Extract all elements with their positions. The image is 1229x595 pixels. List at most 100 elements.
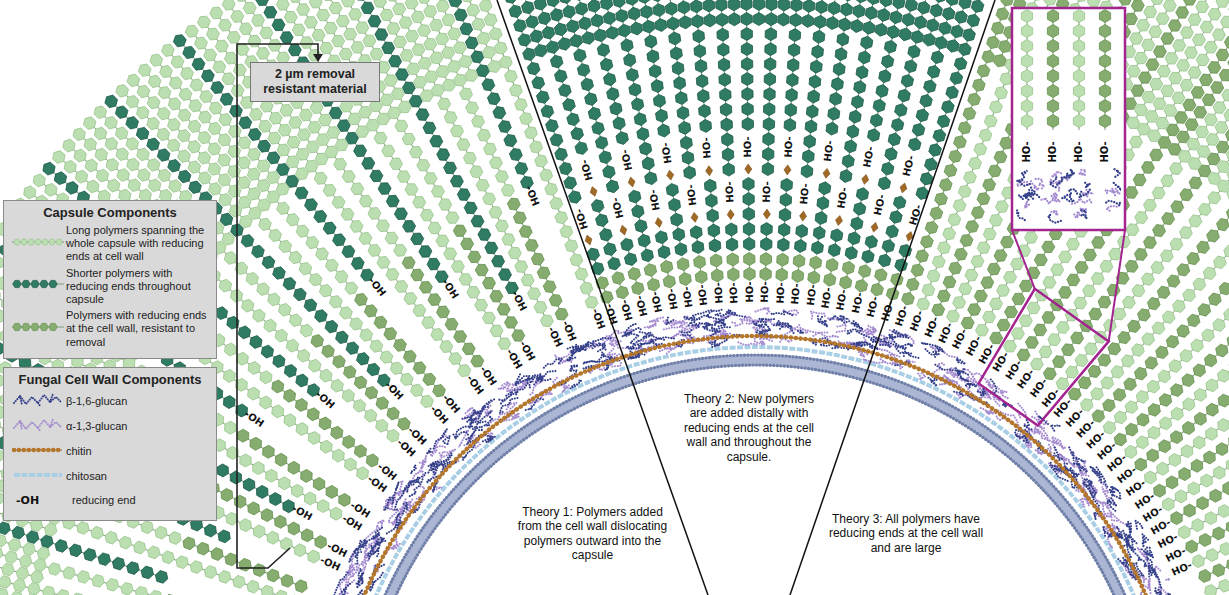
- legend-row: chitosan: [10, 466, 210, 488]
- legend-sample: [14, 473, 62, 477]
- legend-text: chitosan: [66, 470, 107, 483]
- reducing-end-label: HO-: [865, 295, 880, 318]
- legend-row: -OHreducing end: [10, 491, 210, 511]
- reducing-end-label: HO-: [880, 300, 896, 323]
- legend-sample: [10, 318, 66, 340]
- reducing-end-label: -OH: [546, 325, 564, 348]
- membrane-heads: [350, 355, 1160, 595]
- reducing-end-label: HO-: [1157, 531, 1180, 550]
- reducing-end-label: HO-: [604, 303, 620, 326]
- legend-sample: [10, 441, 66, 459]
- reducing-end-label: HO-: [909, 309, 926, 332]
- legend-sample: [10, 275, 66, 297]
- legend-sample: [14, 447, 62, 452]
- reducing-end-label: HO-: [661, 142, 674, 164]
- reducing-end-label: HO-: [783, 137, 794, 159]
- reducing-end-label: HO-: [697, 284, 709, 306]
- reducing-end-label: HO-: [799, 183, 811, 205]
- reducing-end-label: -OH: [589, 308, 606, 331]
- callout-text: 2 µm removal resistant material: [257, 67, 373, 97]
- legend-heading: Fungal Cell Wall Components: [10, 372, 210, 387]
- legend-text: Long polymers spanning the whole capsule…: [66, 224, 210, 264]
- legend-row: α-1,3-glucan: [10, 416, 210, 438]
- legend-sample: [14, 449, 62, 450]
- reducing-end-label: HO-: [666, 288, 680, 311]
- polymer-backbone: [1027, 16, 1105, 130]
- reducing-end-label: HO-: [760, 281, 770, 302]
- polymer-hexagons: [0, 0, 988, 595]
- reducing-end-label: HO-: [872, 194, 886, 217]
- legend-sample: [10, 466, 66, 484]
- reducing-end-label: HO-: [923, 315, 940, 338]
- legend-sample: [10, 416, 66, 438]
- legend-text: Shorter polymers with reducing ends thro…: [66, 267, 210, 307]
- legend-box: Fungal Cell Wall Componentsβ-1,6-glucanα…: [3, 367, 217, 521]
- legend-sample: [10, 275, 66, 293]
- legend-row: Polymers with reducing ends at the cell …: [10, 309, 210, 349]
- reducing-end-label: -OH: [290, 504, 313, 523]
- reducing-end-label: -OH: [524, 185, 541, 208]
- reducing-end-label: -OH: [509, 290, 528, 313]
- polymer-hexagons: [1047, 10, 1110, 128]
- chitosan-layer: [342, 347, 1168, 595]
- reducing-end-label: -OH: [325, 541, 348, 559]
- reducing-end-label: HO-: [610, 197, 625, 220]
- legend-sample: [14, 419, 62, 432]
- zoom-leader: [1109, 230, 1125, 341]
- legend-row: Shorter polymers with reducing ends thro…: [10, 267, 210, 307]
- reducing-end-label: -OH: [318, 555, 341, 573]
- reducing-end-label: HO-: [743, 136, 753, 157]
- legend-heading: Capsule Components: [10, 205, 210, 220]
- reducing-end-label: HO-: [724, 181, 735, 203]
- reducing-end-label: HO-: [902, 155, 917, 178]
- reducing-end-label: HO-: [820, 286, 833, 308]
- reducing-end-label: HO-: [686, 184, 698, 206]
- inset-frame: [1012, 8, 1125, 230]
- reducing-end-label: HO-: [850, 292, 864, 315]
- reducing-end-label: HO-: [835, 289, 849, 312]
- arrow-head: [313, 54, 323, 62]
- legend-sample: [10, 391, 66, 409]
- reducing-end-label: HO-: [713, 282, 725, 304]
- theory-text: Theory 2: New polymers are added distall…: [674, 392, 824, 464]
- reducing-end-label: HO-: [745, 281, 755, 302]
- legend-panel: Capsule ComponentsLong polymers spanning…: [3, 200, 217, 529]
- reducing-end-label: HO-: [805, 284, 818, 306]
- legend-sample: [13, 323, 57, 330]
- cell-interior: [362, 367, 1148, 595]
- legend-sample: [10, 318, 66, 336]
- wedge-line: [790, 0, 995, 595]
- layout-lines: [237, 0, 995, 595]
- reducing-end-label: HO-: [681, 286, 694, 308]
- zoom-callout: [979, 230, 1125, 426]
- legend-sample: [14, 239, 62, 245]
- reducing-end-label: -OH: [383, 380, 405, 402]
- legend-sample: [10, 233, 66, 251]
- legend-sample: [10, 391, 66, 413]
- reducing-end-label: HO-: [836, 187, 849, 209]
- legend-sample: [14, 394, 62, 407]
- theory-text: Theory 1: Polymers added from the cell w…: [515, 505, 670, 563]
- reducing-end-label: -OH: [243, 409, 266, 429]
- legend-text: reducing end: [72, 494, 136, 507]
- reducing-end-label: HO-: [702, 137, 714, 159]
- legend-text: α-1,3-glucan: [66, 420, 127, 433]
- reducing-end-label: HO-: [635, 294, 650, 317]
- wedge-line: [497, 0, 708, 595]
- reducing-end-label: HO-: [863, 146, 877, 169]
- inset-group: [1012, 8, 1125, 230]
- reducing-end-label: HO-: [762, 181, 772, 202]
- legend-box: Capsule ComponentsLong polymers spanning…: [3, 200, 217, 359]
- polymer-hexagons: [164, 0, 1229, 595]
- legend-sample: [13, 281, 57, 288]
- reducing-end-label: HO-: [1074, 141, 1084, 162]
- reducing-end-label: HO-: [790, 283, 802, 305]
- reducing-end-label: HO-: [650, 291, 664, 314]
- reducing-end-label: HO-: [823, 140, 836, 162]
- reducing-end-label: HO-: [1022, 141, 1032, 162]
- beta-glucan: [310, 309, 1194, 595]
- beta-glucan: [1017, 168, 1120, 223]
